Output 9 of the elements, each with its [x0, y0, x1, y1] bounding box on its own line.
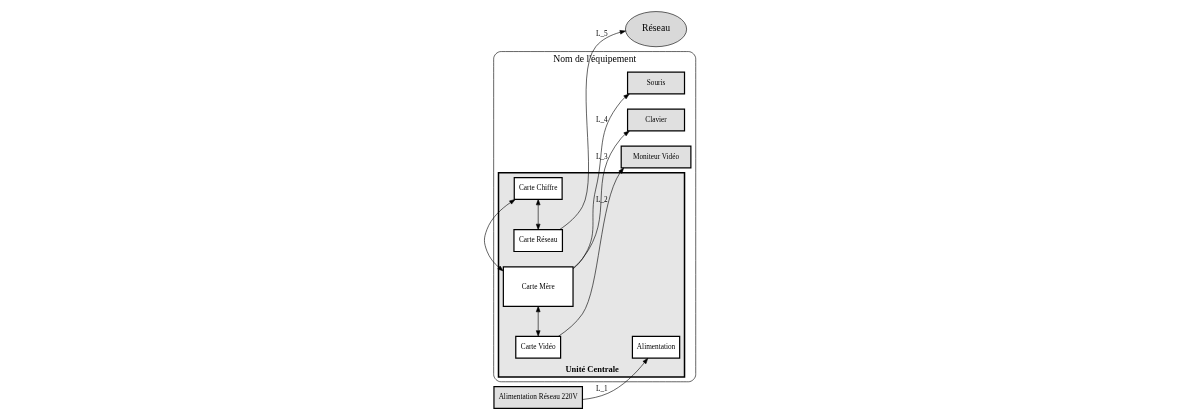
arrow — [581, 357, 648, 400]
arrow — [557, 167, 624, 337]
arrow — [572, 130, 630, 268]
arrow — [558, 29, 626, 230]
arrow — [535, 305, 540, 336]
arrow — [483, 198, 515, 271]
arrow — [535, 198, 540, 230]
node-ellipse: Réseau — [624, 10, 687, 47]
arrow — [572, 93, 630, 269]
